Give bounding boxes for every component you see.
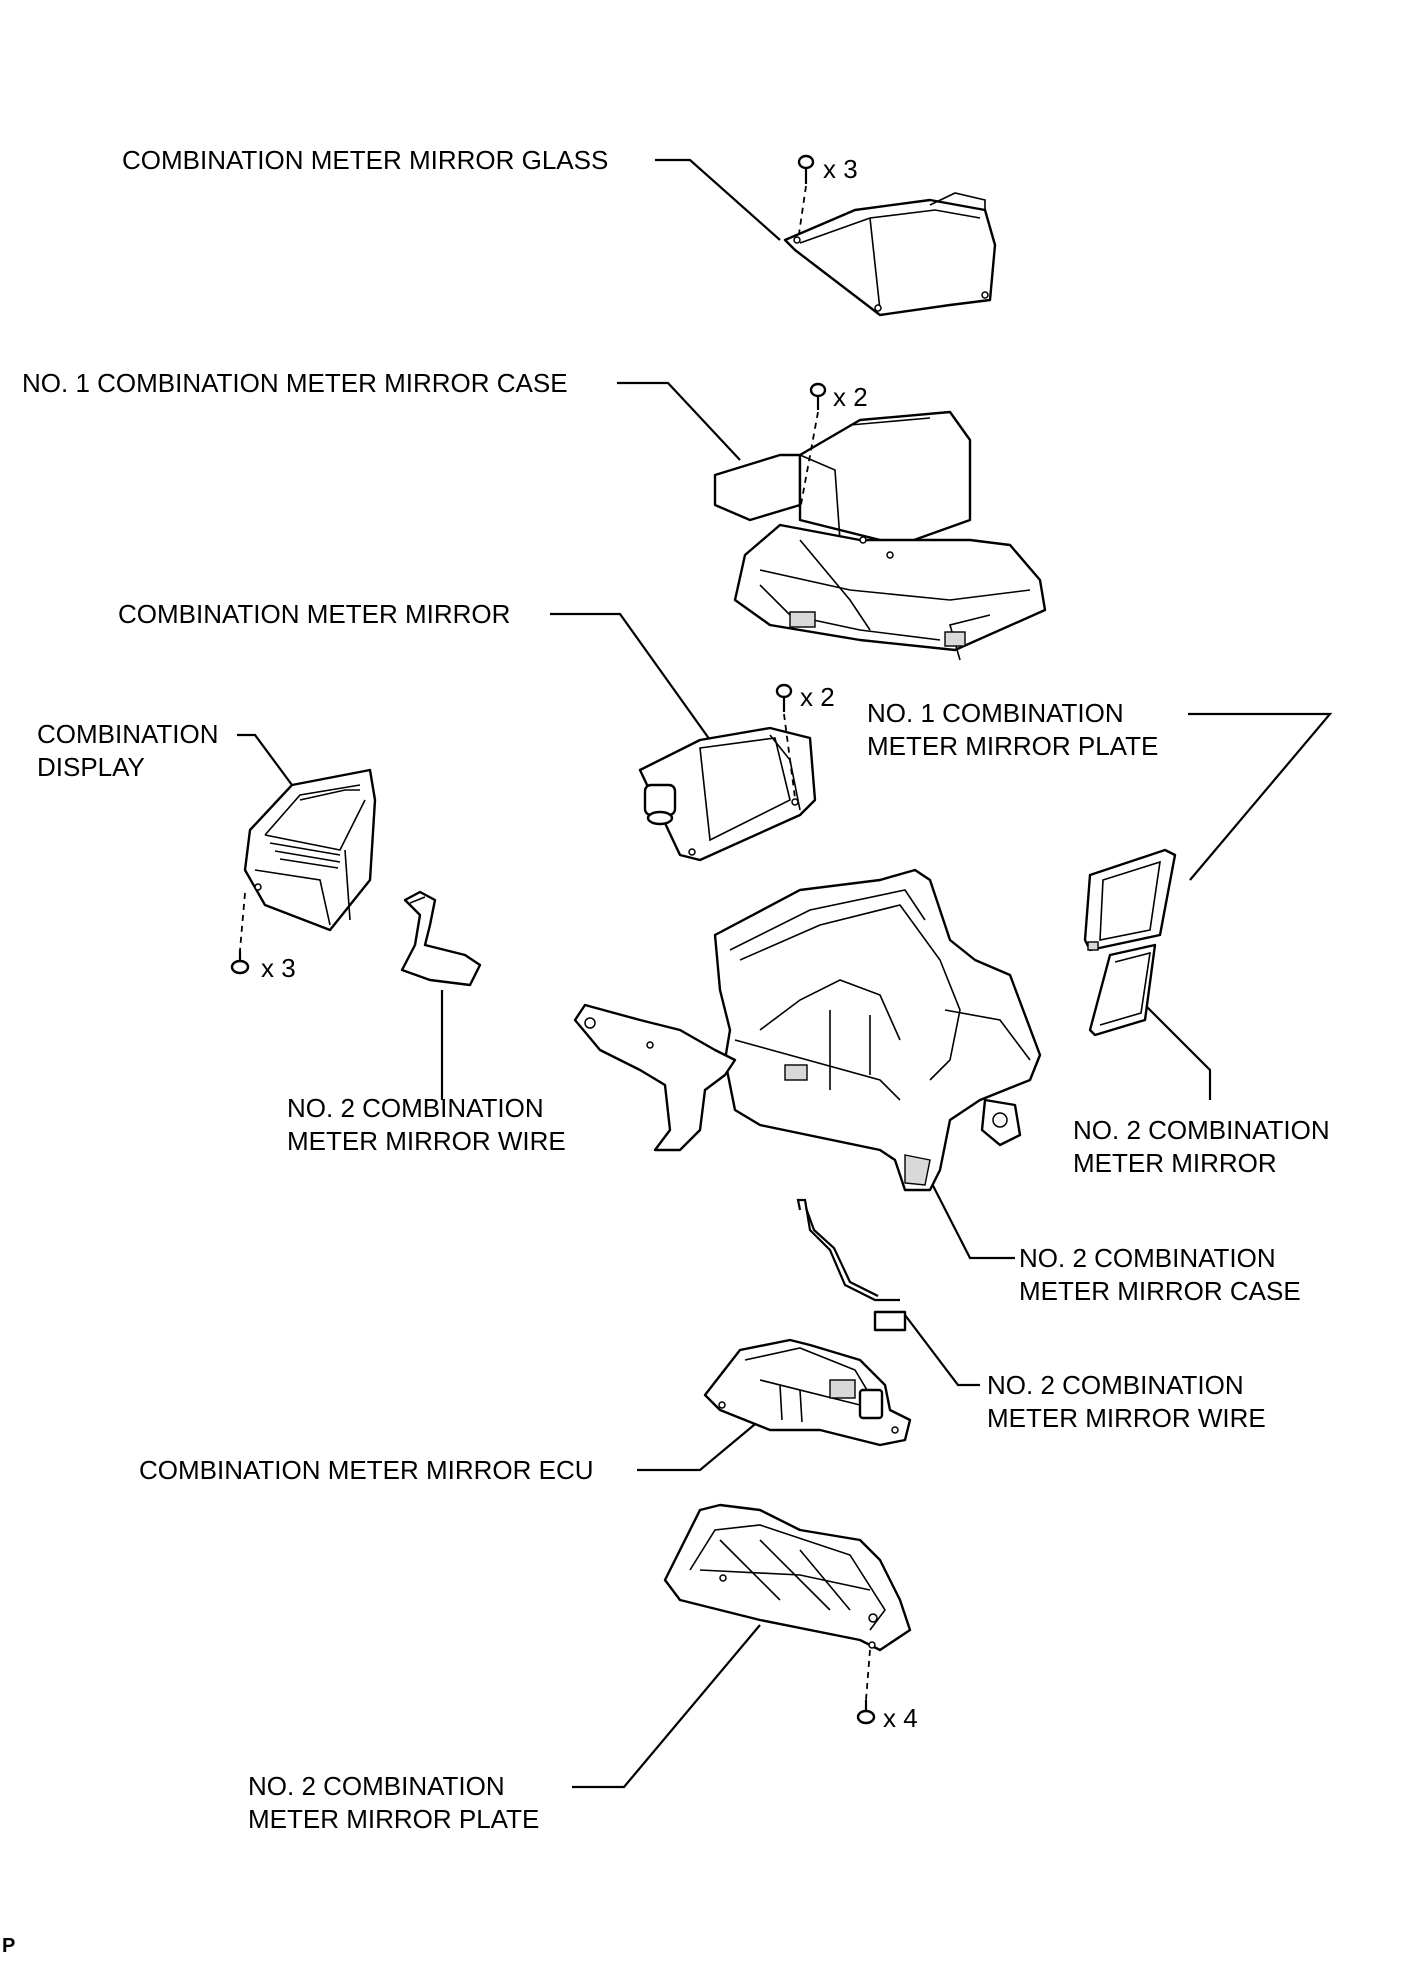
leader-no2-plate [572, 1624, 761, 1789]
label-no1-plate-line1: NO. 1 COMBINATION [867, 698, 1124, 728]
no2-plate-part [663, 1503, 912, 1652]
qty-plate-screws: x 4 [883, 1703, 918, 1733]
glass-screw-group [797, 154, 815, 235]
leader-meter-mirror [550, 612, 711, 741]
no2-wire-ribbon-part [400, 890, 482, 987]
label-mirror-glass: COMBINATION METER MIRROR GLASS [122, 145, 609, 175]
label-no1-plate: NO. 1 COMBINATION METER MIRROR PLATE [867, 697, 1158, 763]
label-no2-mirror: NO. 2 COMBINATION METER MIRROR [1073, 1114, 1330, 1180]
label-combination-display-line1: COMBINATION [37, 719, 219, 749]
label-no2-case-line1: NO. 2 COMBINATION [1019, 1243, 1276, 1273]
no2-case-part [573, 868, 1042, 1192]
qty-glass-screws: x 3 [823, 154, 858, 184]
meter-mirror-part [638, 726, 817, 862]
qty-no1-case-screws: x 2 [833, 382, 868, 412]
leader-display [237, 733, 293, 786]
label-no1-case: NO. 1 COMBINATION METER MIRROR CASE [22, 368, 568, 398]
no1-plate-part [1083, 848, 1177, 952]
label-no2-plate-line2: METER MIRROR PLATE [248, 1804, 540, 1834]
label-combination-display-line2: DISPLAY [37, 752, 145, 782]
label-no2-plate-line1: NO. 2 COMBINATION [248, 1771, 505, 1801]
meter-mirror-ecu-part [703, 1338, 912, 1447]
label-no2-mirror-line2: METER MIRROR [1073, 1148, 1277, 1178]
qty-mirror-screws: x 2 [800, 682, 835, 712]
label-no2-wire-a: NO. 2 COMBINATION METER MIRROR WIRE [287, 1092, 566, 1158]
label-no1-plate-line2: METER MIRROR PLATE [867, 731, 1159, 761]
display-screw-group [230, 892, 250, 975]
label-meter-mirror: COMBINATION METER MIRROR [118, 599, 511, 629]
label-ecu: COMBINATION METER MIRROR ECU [139, 1455, 594, 1485]
label-combination-display: COMBINATION DISPLAY [37, 718, 219, 784]
leader-no2-mirror [1134, 994, 1212, 1100]
label-no2-case-line2: METER MIRROR CASE [1019, 1276, 1301, 1306]
label-no2-wire-a-line2: METER MIRROR WIRE [287, 1126, 566, 1156]
leader-ecu [637, 1419, 761, 1472]
label-no2-wire-b: NO. 2 COMBINATION METER MIRROR WIRE [987, 1369, 1266, 1435]
mirror-screw-group [775, 683, 796, 799]
label-no2-plate: NO. 2 COMBINATION METER MIRROR PLATE [248, 1770, 539, 1836]
leader-lines [237, 158, 1333, 1789]
label-no2-wire-a-line1: NO. 2 COMBINATION [287, 1093, 544, 1123]
combination-display-part [243, 768, 377, 932]
figure-code: P [2, 1935, 16, 1957]
qty-display-screws: x 3 [261, 953, 296, 983]
label-no2-wire-b-line2: METER MIRROR WIRE [987, 1403, 1266, 1433]
no1-case-screw-group [799, 382, 827, 511]
label-no2-case: NO. 2 COMBINATION METER MIRROR CASE [1019, 1242, 1301, 1308]
leader-no2-wire-b [904, 1314, 980, 1387]
no1-case-part [713, 410, 1047, 661]
leader-no1-case [617, 381, 741, 461]
label-no2-wire-b-line1: NO. 2 COMBINATION [987, 1370, 1244, 1400]
label-no2-mirror-line1: NO. 2 COMBINATION [1073, 1115, 1330, 1145]
leader-no2-case [924, 1169, 1015, 1260]
leader-no1-plate [1188, 712, 1333, 881]
no2-mirror-part [1088, 943, 1157, 1037]
plate-screw-group [856, 1649, 876, 1725]
leader-mirror-glass [655, 158, 781, 241]
no2-wire-harness-part [796, 1198, 907, 1332]
mirror-glass-part [783, 192, 997, 317]
